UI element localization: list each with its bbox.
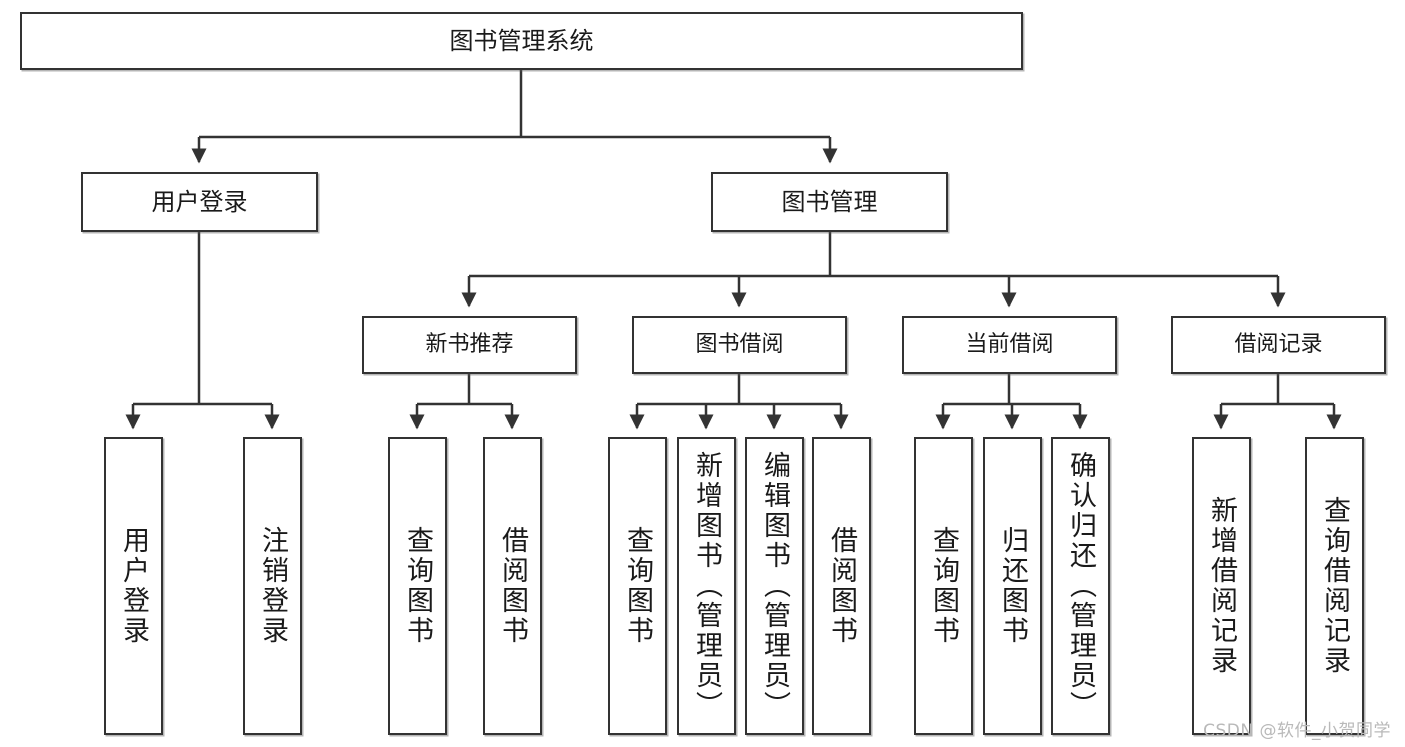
leaf-current-query-book[interactable]: 查询图书 [914,437,973,735]
node-user-login-label: 用户登录 [151,187,248,216]
leaf-logout-label: 注销登录 [257,526,288,646]
leaf-return-book-label: 归还图书 [997,526,1028,646]
node-book-management-label: 图书管理 [781,187,878,216]
node-current-borrow-label: 当前借阅 [965,332,1054,358]
leaf-borrow-query-book-label: 查询图书 [622,526,653,646]
leaf-edit-book-admin-label: 编辑图书（管理员） [759,451,790,721]
node-user-login[interactable]: 用户登录 [81,172,318,232]
node-root-label: 图书管理系统 [449,26,594,55]
leaf-borrow-book-label: 借阅图书 [826,526,857,646]
csdn-watermark: CSDN @软件_小贺同学 [1203,721,1391,741]
leaf-confirm-return-admin-label: 确认归还（管理员） [1065,451,1096,721]
leaf-add-borrow-record-label: 新增借阅记录 [1206,496,1237,676]
node-new-book-recommend[interactable]: 新书推荐 [362,316,577,374]
node-book-management[interactable]: 图书管理 [711,172,948,232]
leaf-edit-book-admin[interactable]: 编辑图书（管理员） [745,437,804,735]
leaf-user-login-label: 用户登录 [118,526,149,646]
leaf-logout[interactable]: 注销登录 [243,437,302,735]
node-book-borrow[interactable]: 图书借阅 [632,316,847,374]
leaf-add-book-admin-label: 新增图书（管理员） [691,451,722,721]
node-new-book-recommend-label: 新书推荐 [425,332,514,358]
leaf-borrow-query-book[interactable]: 查询图书 [608,437,667,735]
node-book-borrow-label: 图书借阅 [695,332,784,358]
leaf-query-borrow-record[interactable]: 查询借阅记录 [1305,437,1364,735]
leaf-recommend-query-book-label: 查询图书 [402,526,433,646]
leaf-recommend-query-book[interactable]: 查询图书 [388,437,447,735]
node-current-borrow[interactable]: 当前借阅 [902,316,1117,374]
leaf-return-book[interactable]: 归还图书 [983,437,1042,735]
node-borrow-record[interactable]: 借阅记录 [1171,316,1386,374]
leaf-borrow-book[interactable]: 借阅图书 [812,437,871,735]
leaf-add-book-admin[interactable]: 新增图书（管理员） [677,437,736,735]
leaf-confirm-return-admin[interactable]: 确认归还（管理员） [1051,437,1110,735]
node-borrow-record-label: 借阅记录 [1234,332,1323,358]
node-root[interactable]: 图书管理系统 [20,12,1023,70]
leaf-recommend-borrow-book-label: 借阅图书 [497,526,528,646]
leaf-add-borrow-record[interactable]: 新增借阅记录 [1192,437,1251,735]
leaf-recommend-borrow-book[interactable]: 借阅图书 [483,437,542,735]
leaf-user-login[interactable]: 用户登录 [104,437,163,735]
leaf-current-query-book-label: 查询图书 [928,526,959,646]
leaf-query-borrow-record-label: 查询借阅记录 [1319,496,1350,676]
